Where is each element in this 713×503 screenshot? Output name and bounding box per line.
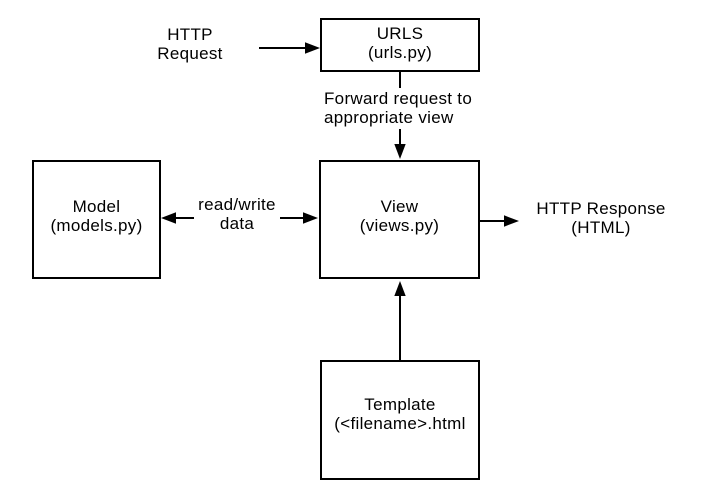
template-box: Template (<filename>.html (320, 360, 480, 480)
view-to-response-arrow (480, 215, 519, 227)
view-box-text: View (views.py) (360, 197, 440, 235)
read-write-data-label: read/write data (194, 195, 280, 233)
http-response-label: HTTP Response (HTML) (528, 199, 674, 237)
http-request-label-line1: HTTP (167, 25, 213, 44)
http-request-label: HTTP Request (145, 25, 235, 63)
urls-box-text: URLS (urls.py) (368, 24, 432, 62)
arrowhead-left (161, 212, 176, 224)
forward-request-label: Forward request to appropriate view (323, 88, 475, 129)
model-box-text: Model (models.py) (50, 197, 142, 235)
urls-box-subtitle: (urls.py) (367, 43, 433, 62)
view-box: View (views.py) (319, 160, 480, 279)
template-box-subtitle: (<filename>.html (334, 414, 466, 433)
template-box-title: Template (364, 395, 436, 414)
arrowhead-right (504, 215, 519, 227)
model-box-subtitle: (models.py) (50, 215, 143, 235)
model-box: Model (models.py) (32, 160, 161, 279)
http-response-label-line2: (HTML) (571, 218, 631, 237)
model-box-title: Model (72, 196, 121, 216)
read-write-data-label-line2: data (219, 214, 255, 233)
forward-request-label-line1: Forward request to (324, 89, 473, 108)
template-box-text: Template (<filename>.html (334, 395, 465, 433)
http-request-to-urls-arrow (259, 42, 320, 54)
template-to-view-arrow (394, 281, 406, 360)
http-response-label-line1: HTTP Response (536, 199, 666, 218)
arrowhead-right (305, 42, 320, 54)
view-box-title: View (380, 196, 419, 216)
arrowhead-down (394, 144, 406, 159)
view-box-subtitle: (views.py) (359, 215, 440, 235)
arrowhead-right (303, 212, 318, 224)
arrowhead-up (394, 281, 406, 296)
read-write-data-label-line1: read/write (198, 195, 276, 214)
urls-box: URLS (urls.py) (320, 18, 480, 72)
http-request-label-line2: Request (157, 44, 223, 63)
urls-box-title: URLS (376, 24, 424, 43)
forward-request-label-line2: appropriate view (324, 108, 454, 127)
